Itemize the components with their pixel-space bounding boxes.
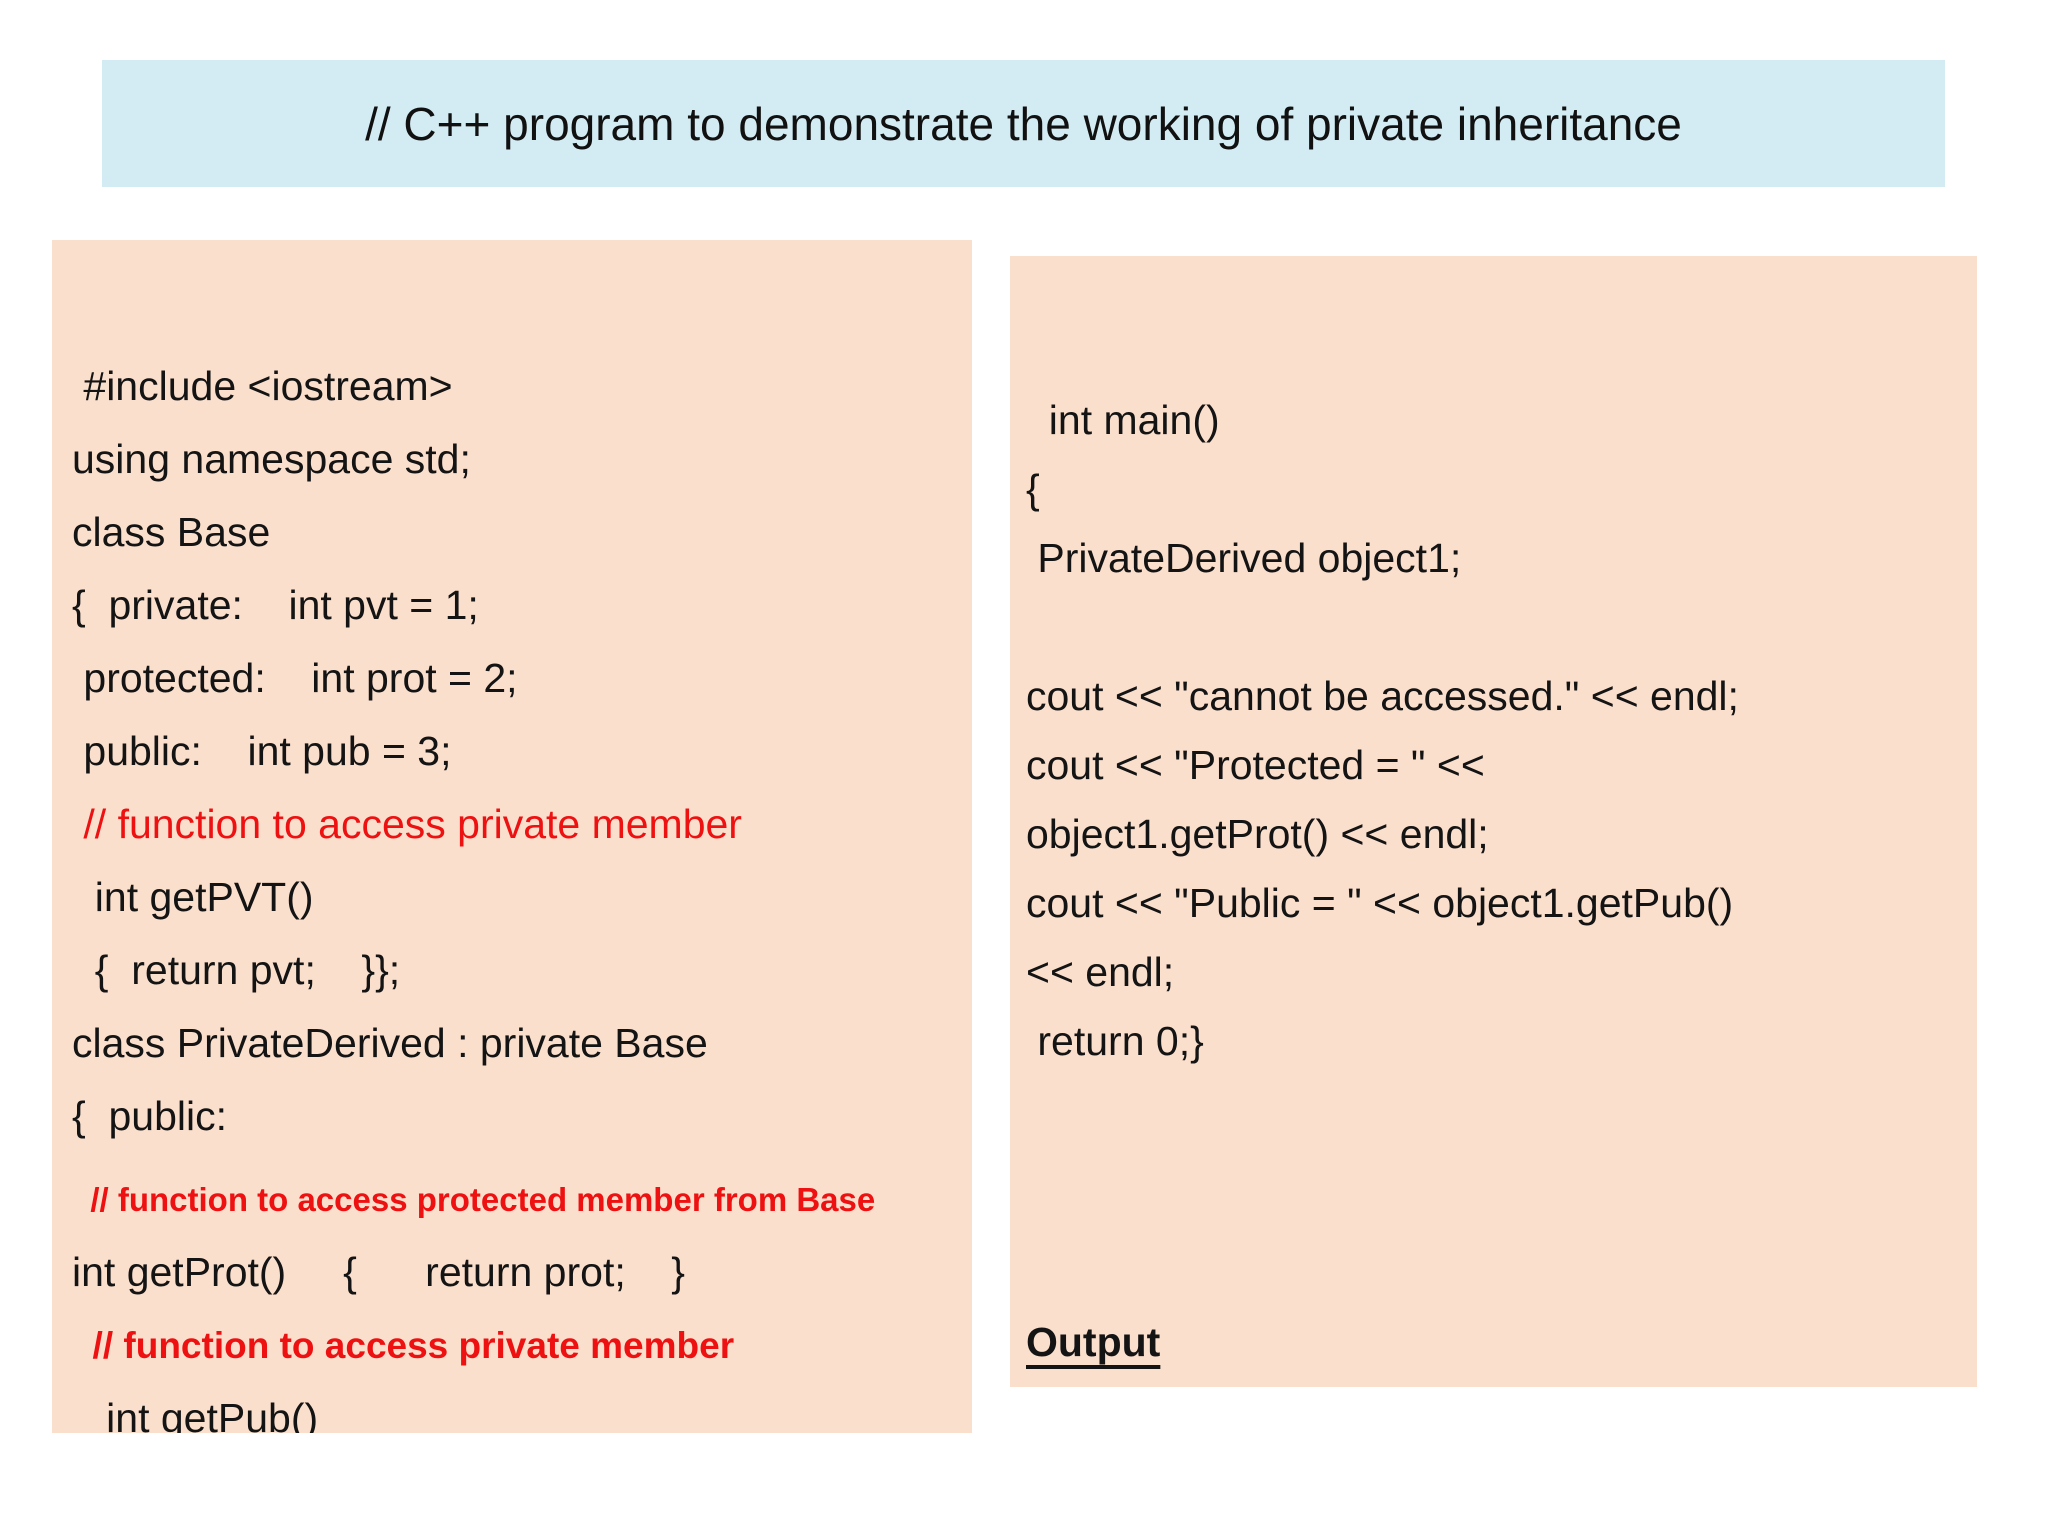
code-line: class Base	[72, 509, 271, 555]
code-line: { private: int pvt = 1;	[72, 582, 479, 628]
code-line: public: int pub = 3;	[72, 728, 452, 774]
code-line: {	[1026, 466, 1040, 512]
code-line: int getPVT()	[72, 874, 314, 920]
code-line	[1026, 1076, 1977, 1145]
code-line: // function to access protected member f…	[72, 1181, 876, 1218]
code-line: int getPub()	[72, 1395, 319, 1433]
code-line	[1026, 1145, 1977, 1214]
code-line: << endl;	[1026, 949, 1175, 995]
code-line: class PrivateDerived : private Base	[72, 1020, 708, 1066]
code-line: object1.getProt() << endl;	[1026, 811, 1489, 857]
code-line: int getProt() { return prot; }	[72, 1249, 685, 1295]
code-line: protected: int prot = 2;	[72, 655, 518, 701]
code-line: #include <iostream>	[72, 363, 453, 409]
code-line: cout << "Public = " << object1.getPub()	[1026, 880, 1734, 926]
code-line: { public:	[72, 1093, 227, 1139]
code-line: cout << "Protected = " <<	[1026, 742, 1485, 788]
code-line: // function to access private member	[72, 801, 742, 847]
code-line: return 0;}	[1026, 1018, 1204, 1064]
code-line: using namespace std;	[72, 436, 471, 482]
code-line: int main()	[1026, 397, 1220, 443]
slide-title: // C++ program to demonstrate the workin…	[365, 97, 1682, 150]
main-code-lines: int main() { PrivateDerived object1; cout…	[1026, 386, 1977, 1214]
slide-title-bar: // C++ program to demonstrate the workin…	[102, 60, 1945, 187]
code-line: { return pvt; }};	[72, 947, 401, 993]
code-line: PrivateDerived object1;	[1026, 535, 1462, 581]
right-code-panel: int main() { PrivateDerived object1; cout…	[1010, 256, 1977, 1387]
left-code-panel: #include <iostream> using namespace std; c…	[52, 240, 972, 1433]
output-heading: Output	[1026, 1319, 1161, 1365]
code-line	[1026, 593, 1977, 662]
code-line: cout << "cannot be accessed." << endl;	[1026, 673, 1739, 719]
code-line: // function to access private member	[72, 1325, 735, 1366]
left-code-lines: #include <iostream> using namespace std; c…	[72, 350, 972, 1433]
